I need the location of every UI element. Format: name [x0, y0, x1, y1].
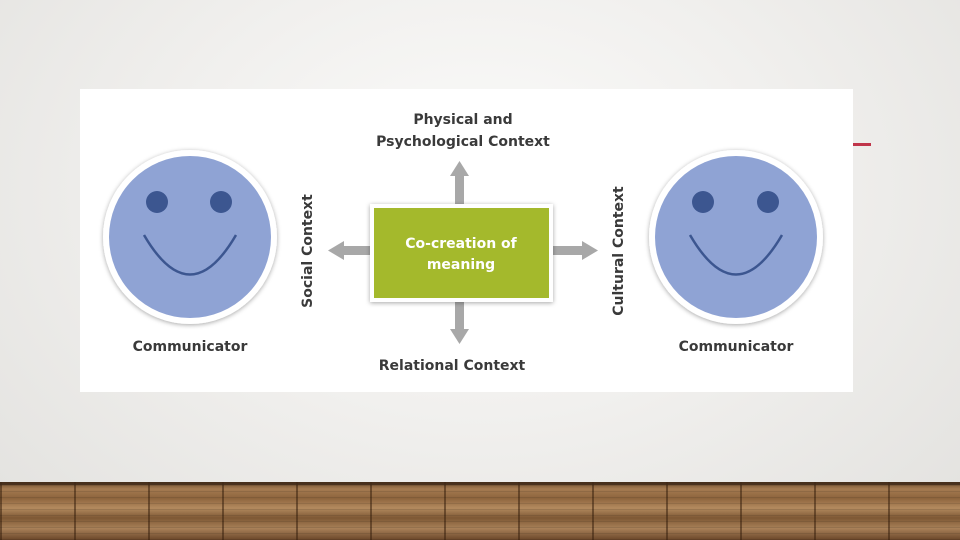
center-text-line2: meaning — [427, 257, 495, 273]
left-arrow-icon — [328, 241, 376, 260]
left-eye — [692, 191, 714, 213]
right-eye — [210, 191, 232, 213]
arrows — [328, 161, 598, 344]
left-label: Social Context — [300, 194, 316, 308]
smile — [688, 234, 784, 276]
center-text-line1: Co-creation of — [405, 236, 517, 252]
smile — [142, 234, 238, 276]
left-communicator-face — [103, 150, 277, 324]
up-arrow-icon — [450, 161, 469, 209]
right-eye — [757, 191, 779, 213]
context-diagram: Communicator Communicator — [80, 89, 853, 392]
down-arrow-icon — [450, 297, 469, 344]
left-communicator-label: Communicator — [133, 339, 248, 355]
top-label-line1: Physical and — [413, 112, 512, 128]
diagram-svg: Communicator Communicator — [103, 112, 823, 374]
right-communicator-face — [649, 150, 823, 324]
wood-floor — [0, 482, 960, 540]
co-creation-box: Co-creation of meaning — [370, 204, 553, 302]
wood-grain — [0, 482, 960, 540]
right-label: Cultural Context — [611, 186, 627, 316]
right-arrow-icon — [550, 241, 598, 260]
bottom-label: Relational Context — [379, 358, 526, 374]
accent-line — [852, 143, 871, 146]
right-communicator-label: Communicator — [679, 339, 794, 355]
top-label-line2: Psychological Context — [376, 134, 550, 150]
floor-edge — [0, 482, 960, 485]
left-eye — [146, 191, 168, 213]
